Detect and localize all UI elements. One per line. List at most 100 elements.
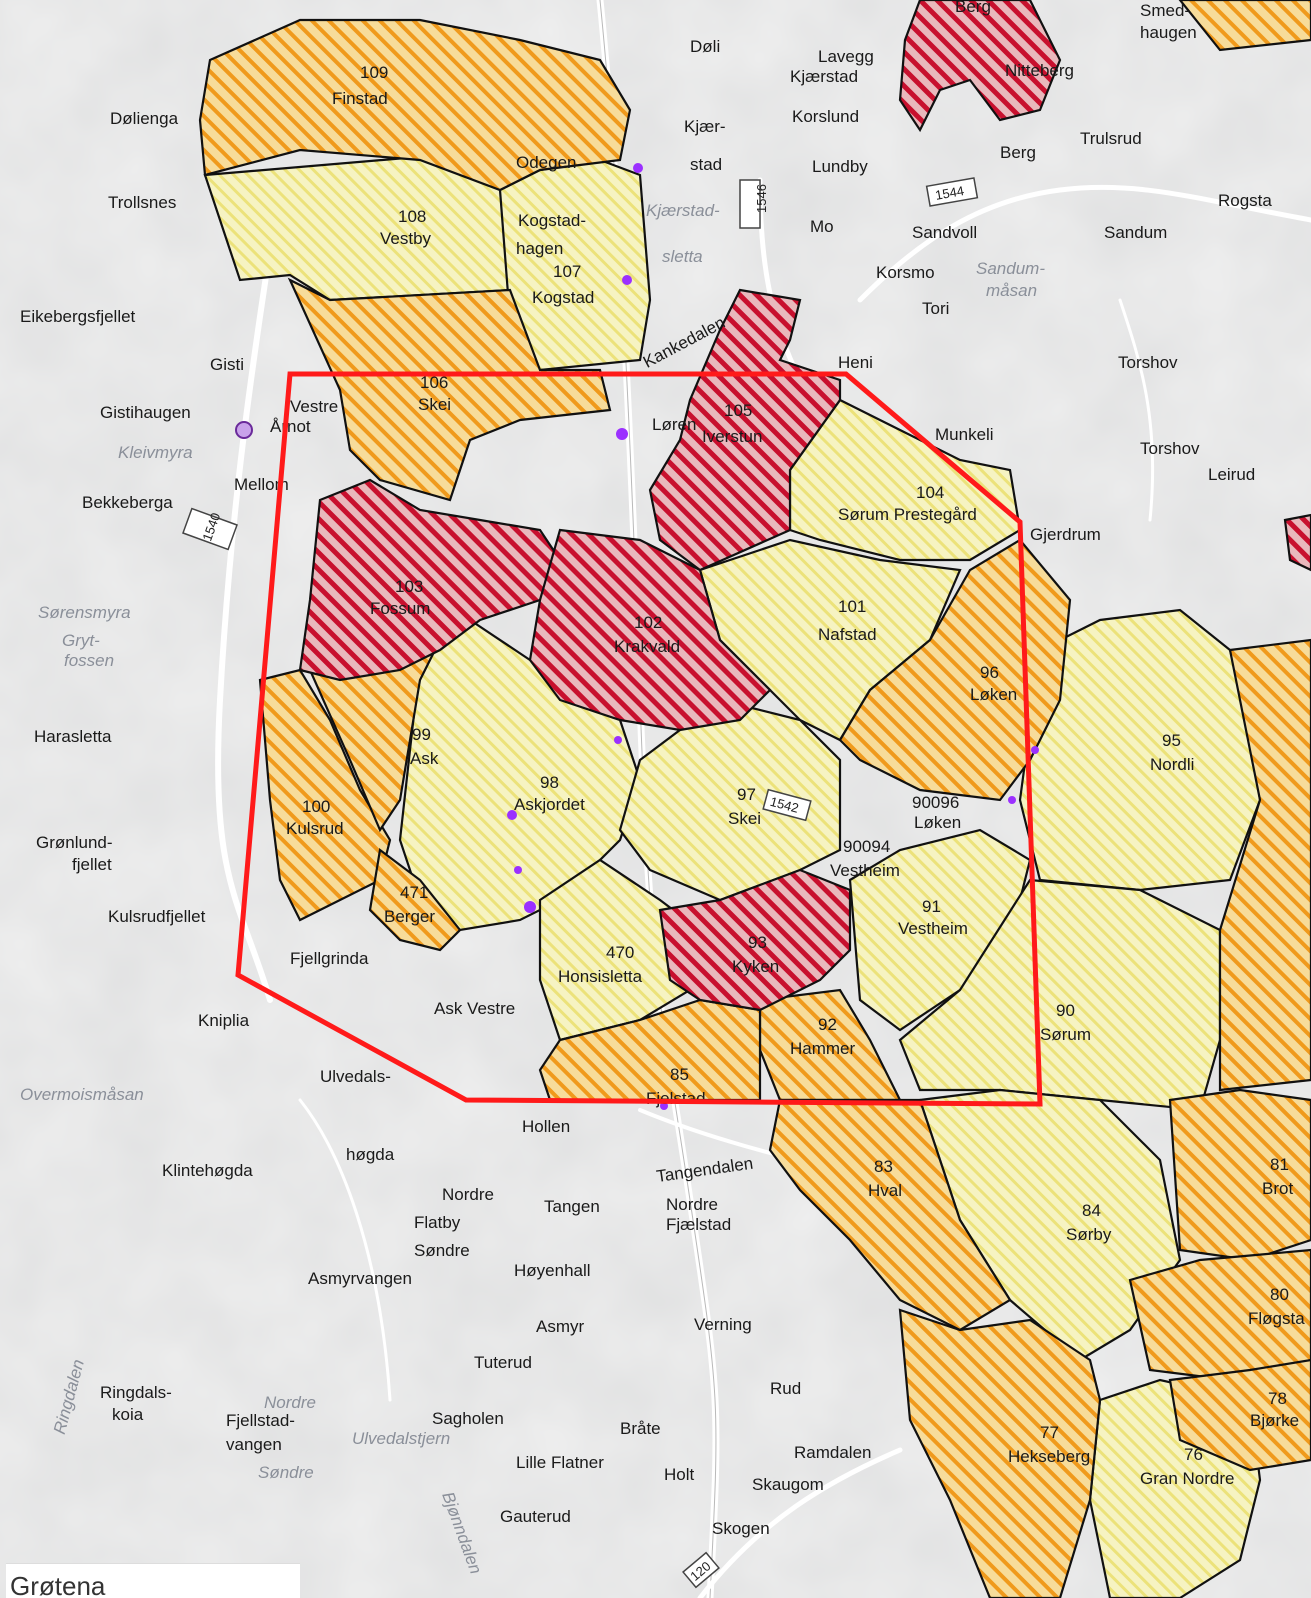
zone-label-name: Nafstad xyxy=(818,625,877,644)
zone-label-id: 107 xyxy=(553,262,581,281)
road-shields: 1540 1544 1546 1542 120 xyxy=(182,177,979,1589)
zone-103[interactable] xyxy=(298,478,562,682)
place-label: Verning xyxy=(694,1315,752,1334)
place-label: Nordre xyxy=(442,1185,494,1204)
place-label: Munkeli xyxy=(935,425,994,444)
zones-low xyxy=(203,148,1262,1598)
place-label: Klintehøgda xyxy=(162,1161,253,1180)
zone-label-id: 91 xyxy=(922,897,941,916)
zone-label-id: 103 xyxy=(395,577,423,596)
zone-93[interactable] xyxy=(658,868,852,1012)
zone-label-id: 108 xyxy=(398,207,426,226)
place-label: Trulsrud xyxy=(1080,129,1142,148)
zone-106[interactable] xyxy=(287,277,612,502)
zones-medium xyxy=(198,0,1311,1598)
zone-77[interactable] xyxy=(898,1308,1102,1598)
zone-label-name: Vestheim xyxy=(898,919,968,938)
place-label: Fjellstad- xyxy=(226,1411,295,1430)
zone-80[interactable] xyxy=(1128,1248,1311,1382)
place-label: koia xyxy=(112,1405,144,1424)
place-label: Sandum- xyxy=(976,259,1045,278)
place-label: fossen xyxy=(64,651,114,670)
zone-label-id: 471 xyxy=(400,883,428,902)
place-label: Smed- xyxy=(1140,1,1190,20)
place-label: høgda xyxy=(346,1145,395,1164)
zone-label-id: 105 xyxy=(724,401,752,420)
place-label: Hollen xyxy=(522,1117,570,1136)
place-label: stad xyxy=(690,155,722,174)
place-label: Søndre xyxy=(258,1463,314,1482)
zone-labels: 109 Finstad 108 Vestby 107 Kogstad 106 S… xyxy=(286,63,1305,1488)
zone-label-id: 85 xyxy=(670,1065,689,1084)
zone-label-id: 84 xyxy=(1082,1201,1101,1220)
place-label: Sørensmyra xyxy=(38,603,131,622)
zone-label-name: Berger xyxy=(384,907,435,926)
zone-78[interactable] xyxy=(1168,1358,1311,1472)
place-label: Overmoismåsan xyxy=(20,1085,144,1104)
zone-102[interactable] xyxy=(528,528,772,732)
zone-label-id: 80 xyxy=(1270,1285,1289,1304)
place-label: Gjerdrum xyxy=(1030,525,1101,544)
place-label: Eikebergsfjellet xyxy=(20,307,136,326)
zone-83[interactable] xyxy=(768,1098,1012,1332)
zone-label-id: 97 xyxy=(737,785,756,804)
zone-label-id: 100 xyxy=(302,797,330,816)
place-label: Nitteberg xyxy=(1005,61,1074,80)
zone-label-name: Krakvald xyxy=(614,637,680,656)
place-label: Nordre xyxy=(264,1393,316,1412)
place-label: Døli xyxy=(690,37,720,56)
zone-edge-right xyxy=(1218,638,1311,1092)
zone-97[interactable] xyxy=(618,698,842,902)
place-label: Gisti xyxy=(210,355,244,374)
zone-label-name: Vestheim xyxy=(830,861,900,880)
zone-label-id: 101 xyxy=(838,597,866,616)
place-label: Heni xyxy=(838,353,873,372)
zone-label-id: 98 xyxy=(540,773,559,792)
place-label: Søndre xyxy=(414,1241,470,1260)
place-label: Kjærstad xyxy=(790,67,858,86)
zone-label-name: Brot xyxy=(1262,1179,1293,1198)
zone-label-name: Løken xyxy=(970,685,1017,704)
zone-label-name: Sørum xyxy=(1040,1025,1091,1044)
zone-label-name: Gran Nordre xyxy=(1140,1469,1234,1488)
zone-81[interactable] xyxy=(1168,1088,1311,1262)
place-label: haugen xyxy=(1140,23,1197,42)
zone-96[interactable] xyxy=(838,538,1072,802)
place-label: Rud xyxy=(770,1379,801,1398)
place-label: Torshov xyxy=(1140,439,1200,458)
place-label: Trollsnes xyxy=(108,193,176,212)
place-label: Årnot xyxy=(270,417,311,436)
zone-label-name: Hammer xyxy=(790,1039,856,1058)
place-label: Sagholen xyxy=(432,1409,504,1428)
zone-label-id: 96 xyxy=(980,663,999,682)
zone-label-name: Løken xyxy=(914,813,961,832)
map-legend-label: Grøtena xyxy=(6,1563,300,1598)
road-label: 1544 xyxy=(934,183,965,203)
place-label: Flatby xyxy=(414,1213,461,1232)
place-label: Bekkeberga xyxy=(82,493,173,512)
zone-label-id: 77 xyxy=(1040,1423,1059,1442)
place-label: Lavegg xyxy=(818,47,874,66)
place-label: Berg xyxy=(1000,143,1036,162)
zone-label-name: Kulsrud xyxy=(286,819,344,838)
zone-label-id: 90096 xyxy=(912,793,959,812)
selection-polygon[interactable] xyxy=(235,371,1043,1107)
water-points xyxy=(235,163,1039,1110)
zone-109[interactable] xyxy=(198,18,632,192)
place-label: Ringdals- xyxy=(100,1383,172,1402)
zone-label-id: 95 xyxy=(1162,731,1181,750)
zone-471[interactable] xyxy=(368,848,462,952)
place-label: Skaugom xyxy=(752,1475,824,1494)
zone-label-id: 81 xyxy=(1270,1155,1289,1174)
zone-nitteberg[interactable] xyxy=(898,0,1062,133)
zone-label-id: 93 xyxy=(748,933,767,952)
zone-105[interactable] xyxy=(648,288,842,572)
zone-label-name: Finstad xyxy=(332,89,388,108)
zone-label-name: Vestby xyxy=(380,229,432,248)
place-label: Tuterud xyxy=(474,1353,532,1372)
place-label: Kulsrudfjellet xyxy=(108,907,206,926)
place-label: Kleivmyra xyxy=(118,443,193,462)
place-label: Leirud xyxy=(1208,465,1255,484)
zone-label-name: Askjordet xyxy=(514,795,585,814)
